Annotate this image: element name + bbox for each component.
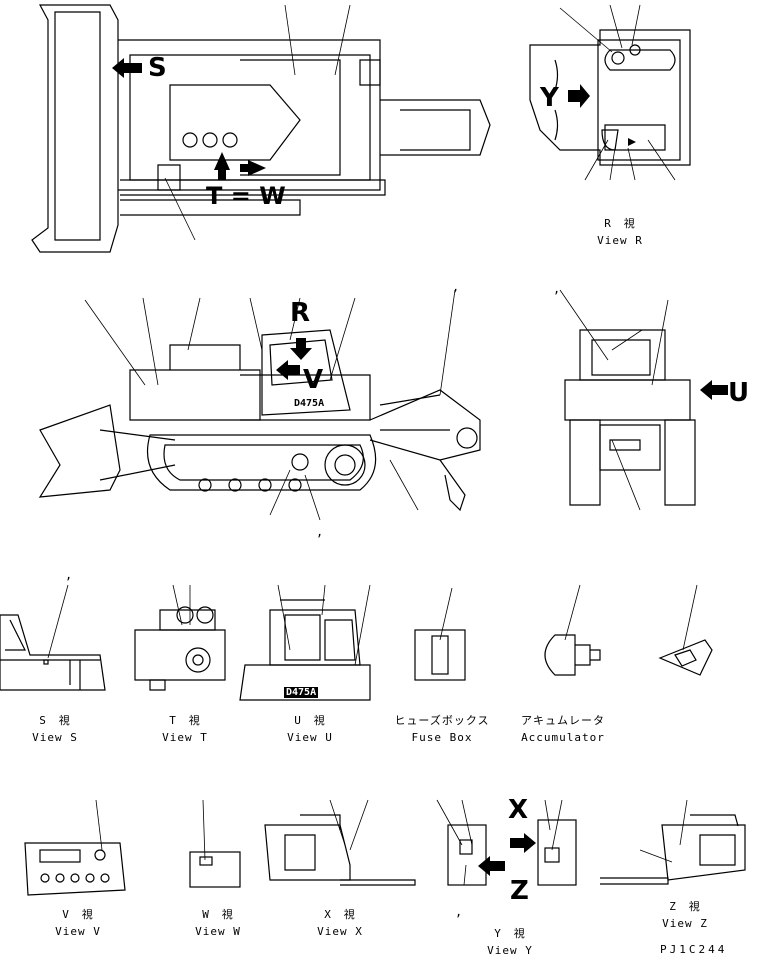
view-v-drawing <box>24 799 126 896</box>
comma-mark: , <box>452 280 460 294</box>
view-r-drawing <box>529 4 691 181</box>
model-label: D475A <box>294 398 325 409</box>
fuse-box-drawing <box>414 587 466 681</box>
drawing-code: PJ1C244 <box>660 943 728 956</box>
view-z-drawing <box>600 799 746 885</box>
view-letter-u: U <box>728 378 750 408</box>
view-letter-x: X <box>508 795 529 825</box>
rear-view-dozer <box>559 289 728 511</box>
comma-mark: , <box>65 568 73 582</box>
view-u-drawing <box>239 584 371 701</box>
comma-mark: , <box>553 282 561 296</box>
side-view-dozer <box>38 289 481 521</box>
view-w-drawing <box>189 799 241 888</box>
model-label-view-u: D475A <box>284 687 319 698</box>
comma-mark: , <box>455 905 463 919</box>
view-letter-s: S <box>148 53 167 83</box>
view-letter-v: V <box>303 365 324 395</box>
view-s-drawing <box>0 584 106 691</box>
view-x-drawing <box>264 799 416 886</box>
view-letter-y: Y <box>540 83 559 113</box>
view-t-drawing <box>134 584 226 691</box>
view-letter-r: R <box>290 298 311 328</box>
comma-mark: , <box>316 525 324 539</box>
view-letter-tw: T = W <box>206 182 286 210</box>
view-y-drawing <box>436 799 577 886</box>
top-view-dozer <box>31 4 491 253</box>
accumulator-drawing <box>544 584 601 676</box>
view-letter-z: Z <box>510 876 529 906</box>
view-z-small-drawing <box>658 584 713 676</box>
